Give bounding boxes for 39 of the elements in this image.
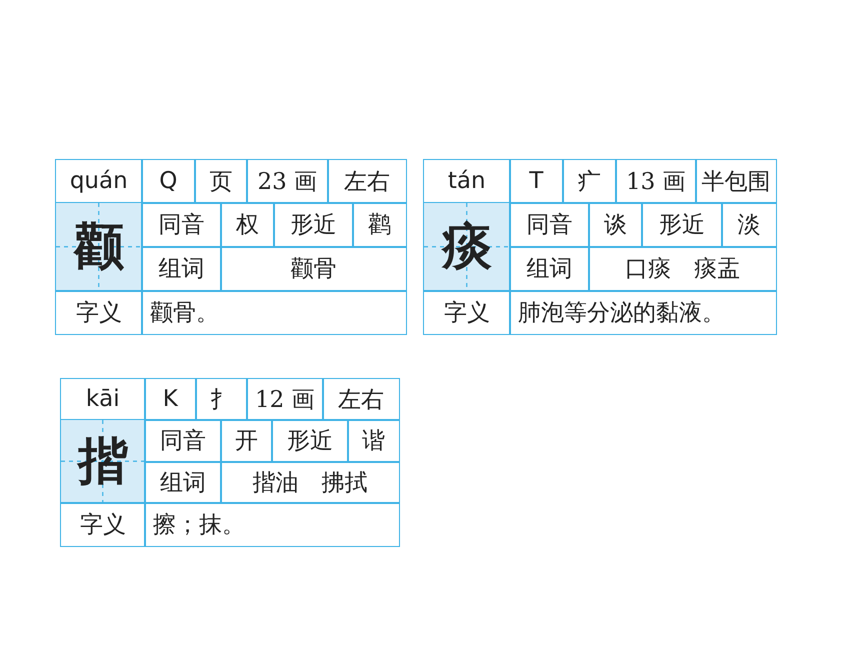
table-cell: 谈 [588,202,642,248]
table-cell: 权 [220,202,274,248]
table-cell: 组词 [141,246,222,292]
table-cell: 12 画 [246,378,324,420]
table-cell: 半包围 [695,159,776,204]
table-cell: 字义 [55,290,142,334]
character-cell: 颧 [55,202,142,292]
table-cell: K [144,378,196,420]
table-cell: 左右 [322,378,400,420]
table-cell: T [509,159,564,204]
table-cell: 形近 [273,202,354,248]
table-cell: 组词 [144,461,222,504]
table-cell: 扌 [195,378,248,420]
table-cell: 擦；抹。 [144,502,400,546]
table-cell: 字义 [423,290,510,334]
table-cell: 同音 [144,419,222,462]
table-cell: 左右 [327,159,406,204]
table-cell: 组词 [509,246,590,292]
table-cell: 颧骨。 [141,290,406,334]
table-cell: 开 [220,419,272,462]
table-cell: 23 画 [246,159,328,204]
table-cell: Q [141,159,196,204]
table-cell: 鹳 [352,202,406,248]
table-cell: 颧骨 [220,246,406,292]
character-cell: 揩 [60,419,146,504]
table-cell: 揩油 拂拭 [220,461,400,504]
table-cell: 字义 [60,502,146,546]
table-cell: 形近 [641,202,722,248]
table-cell: 同音 [509,202,590,248]
table-cell: 形近 [271,419,348,462]
table-cell: 谐 [347,419,400,462]
character-cell: 痰 [423,202,510,292]
table-cell: 疒 [562,159,616,204]
table-cell: 淡 [721,202,776,248]
table-cell: 13 画 [615,159,696,204]
table-cell: 肺泡等分泌的黏液。 [509,290,776,334]
table-cell: 同音 [141,202,222,248]
table-cell: 口痰 痰盂 [588,246,776,292]
table-cell: 页 [194,159,248,204]
